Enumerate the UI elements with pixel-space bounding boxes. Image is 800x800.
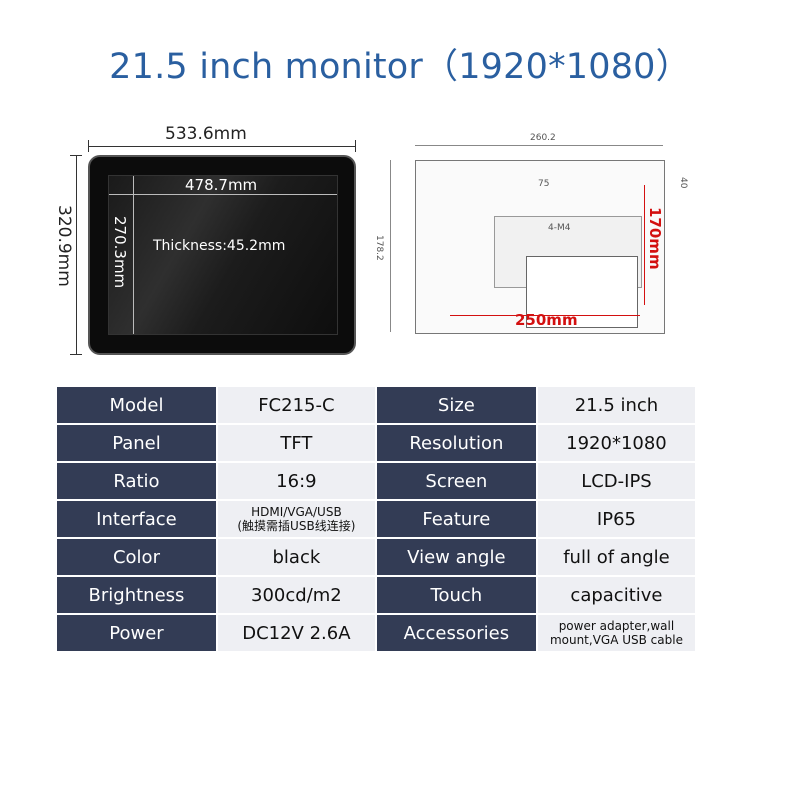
outer-width-tick-left [88,140,89,152]
inner-width-label: 478.7mm [185,176,258,194]
mount-width-label: 250mm [515,311,578,329]
back-view-diagram: 260.2 178.2 40 75 4-M4 170mm 250mm [374,125,688,355]
outer-height-tick-bottom [70,354,82,355]
inner-height-line [133,176,134,334]
mount-height-line [644,185,645,305]
table-row: Interface HDMI/VGA/USB (触摸需插USB线连接) Feat… [57,501,695,537]
screw-label: 4-M4 [548,223,571,233]
inner-height-label: 270.3mm [111,216,129,289]
table-row: Model FC215-C Size 21.5 inch [57,387,695,423]
spec-value: IP65 [537,501,695,537]
spec-label: Ratio [57,463,216,499]
spec-label: Panel [57,425,216,461]
overall-width-line [415,145,663,146]
spec-value-line: HDMI/VGA/USB [251,505,342,519]
spec-value: power adapter,wall mount,VGA USB cable [537,615,695,651]
spec-value: DC12V 2.6A [217,615,375,651]
spec-label: Power [57,615,216,651]
outer-width-line [88,146,356,147]
spec-value-line: (触摸需插USB线连接) [237,519,356,533]
spec-label: Color [57,539,216,575]
back-panel: 75 4-M4 [415,160,665,334]
spec-table: Model FC215-C Size 21.5 inch Panel TFT R… [55,385,697,653]
spec-label: Resolution [376,425,536,461]
spec-label: View angle [376,539,536,575]
outer-width-tick-right [355,140,356,152]
spec-label: Screen [376,463,536,499]
mount-width-line [450,315,640,316]
spec-label: Interface [57,501,216,537]
table-row: Ratio 16:9 Screen LCD-IPS [57,463,695,499]
table-row: Power DC12V 2.6A Accessories power adapt… [57,615,695,651]
monitor-front: 478.7mm 270.3mm Thickness:45.2mm [88,155,356,355]
spec-label: Model [57,387,216,423]
spec-label: Feature [376,501,536,537]
spec-value-line: power adapter,wall [558,619,675,633]
monitor-screen: 478.7mm 270.3mm Thickness:45.2mm [108,175,338,335]
mount-height-label: 170mm [646,207,664,270]
spec-value: 1920*1080 [537,425,695,461]
spec-value: capacitive [537,577,695,613]
spec-label: Accessories [376,615,536,651]
spec-value: FC215-C [217,387,375,423]
spec-value: LCD-IPS [537,463,695,499]
thickness-label: Thickness:45.2mm [153,238,286,254]
spec-value: 16:9 [217,463,375,499]
table-row: Brightness 300cd/m2 Touch capacitive [57,577,695,613]
spec-label: Size [376,387,536,423]
table-row: Color black View angle full of angle [57,539,695,575]
front-view-diagram: 533.6mm 320.9mm 478.7mm 270.3mm Thicknes… [0,110,380,370]
mount-offset-label: 75 [538,179,550,189]
overall-width-label: 260.2 [530,133,556,143]
outer-height-label: 320.9mm [54,205,74,287]
outer-height-tick-top [70,155,82,156]
spec-value: TFT [217,425,375,461]
side-depth-label: 40 [678,177,688,189]
overall-height-label: 178.2 [374,235,384,261]
table-row: Panel TFT Resolution 1920*1080 [57,425,695,461]
spec-value: black [217,539,375,575]
spec-label: Brightness [57,577,216,613]
control-board [526,256,638,328]
outer-width-label: 533.6mm [165,124,247,144]
spec-value: 300cd/m2 [217,577,375,613]
outer-height-line [76,155,77,355]
spec-value: full of angle [537,539,695,575]
spec-label: Touch [376,577,536,613]
overall-height-line [390,160,391,332]
inner-width-line [109,194,337,195]
spec-value-line: mount,VGA USB cable [549,633,683,647]
page-title: 21.5 inch monitor（1920*1080） [109,47,691,87]
spec-value: HDMI/VGA/USB (触摸需插USB线连接) [217,501,375,537]
spec-value: 21.5 inch [537,387,695,423]
